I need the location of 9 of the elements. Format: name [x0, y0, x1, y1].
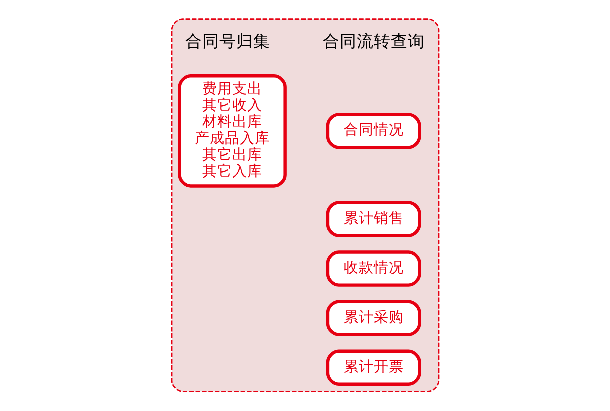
node-box: 累计销售 — [326, 201, 421, 238]
label: 合同流转查询 — [322, 32, 424, 52]
node-box: 累计开票 — [326, 350, 421, 386]
cluster — [170, 18, 440, 392]
label: 合同号归集 — [184, 32, 270, 52]
node-box: 费用支出 其它收入 材料出库 产成品入库 其它出库 其它入库 — [178, 74, 286, 188]
node-box: 合同情况 — [326, 113, 421, 150]
node-box: 收款情况 — [326, 250, 421, 287]
node-box: 累计采购 — [326, 300, 421, 336]
